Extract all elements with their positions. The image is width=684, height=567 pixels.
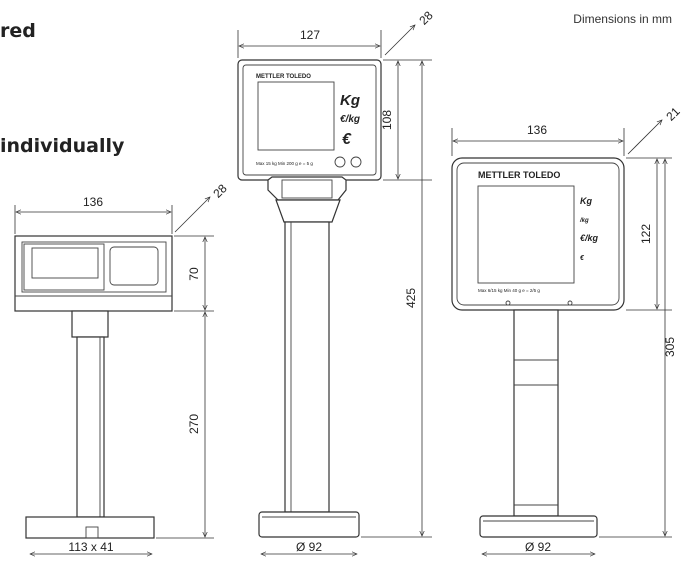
display-3-unit-tag: /kg: [579, 218, 589, 224]
display-3-base-label: Ø 92: [525, 540, 551, 554]
display-1-head: [14, 235, 173, 312]
display-3-pole: [513, 309, 559, 517]
display-1-depth-label: 28: [210, 181, 230, 201]
display-3-button-tare: [567, 300, 573, 306]
display-3-brand: METTLER TOLEDO: [478, 170, 560, 180]
display-2-depth-label: 28: [416, 8, 436, 28]
display-1-pole-height-label: 270: [187, 414, 201, 434]
display-2-base: [258, 511, 360, 538]
display-2-small-text: Max 15 kg Min 200 g e = 5 g: [256, 161, 313, 166]
display-2-pole: [284, 221, 330, 513]
display-3-unit-kg: Kg: [580, 196, 592, 206]
display-2: METTLER TOLEDO Kg €/kg € Max 15 kg Min 2…: [237, 8, 436, 554]
display-3-unit-eur: €: [580, 255, 585, 262]
section-heading-top: red: [0, 20, 36, 42]
units-note: Dimensions in mm: [573, 12, 672, 26]
display-2-head-height-label: 108: [380, 110, 394, 130]
display-2-screen: [257, 81, 335, 151]
display-2-unit-eur: €: [342, 131, 352, 148]
display-3-screen: [477, 185, 575, 284]
display-2-base-label: Ø 92: [296, 540, 322, 554]
display-2-unit-kg: Kg: [340, 92, 360, 109]
display-1-pole: [76, 336, 105, 518]
display-1-width-label: 136: [83, 195, 103, 209]
section-heading-individually: individually: [0, 135, 125, 157]
display-2-unit-eur-kg: €/kg: [340, 114, 360, 125]
display-2-button-tare: [350, 156, 362, 168]
display-3-head-height-label: 122: [639, 224, 653, 244]
display-1-head-height-label: 70: [187, 267, 201, 281]
display-2-brand: METTLER TOLEDO: [256, 74, 311, 80]
display-2-button-zero: [334, 156, 346, 168]
display-2-width-label: 127: [300, 28, 320, 42]
display-3: METTLER TOLEDO Kg /kg €/kg € Max 6/15 kg…: [451, 104, 683, 554]
display-1-screen: [31, 247, 99, 279]
display-1-screen-2: [109, 246, 159, 286]
display-3-depth-label: 21: [663, 104, 683, 124]
display-3-unit-eur-kg: €/kg: [580, 233, 599, 243]
display-3-small-text: Max 6/15 kg Min 40 g e = 2/5 g: [478, 288, 540, 293]
display-1-base-label: 113 x 41: [68, 540, 113, 554]
display-3-width-label: 136: [527, 123, 547, 137]
display-1-base: [25, 516, 155, 539]
display-1: 136 28 70 270 113 x 41: [14, 181, 230, 554]
display-3-total-height-label: 305: [663, 337, 677, 357]
display-2-total-height-label: 425: [404, 288, 418, 308]
display-3-base: [479, 515, 598, 538]
display-3-button-zero: [505, 300, 511, 306]
